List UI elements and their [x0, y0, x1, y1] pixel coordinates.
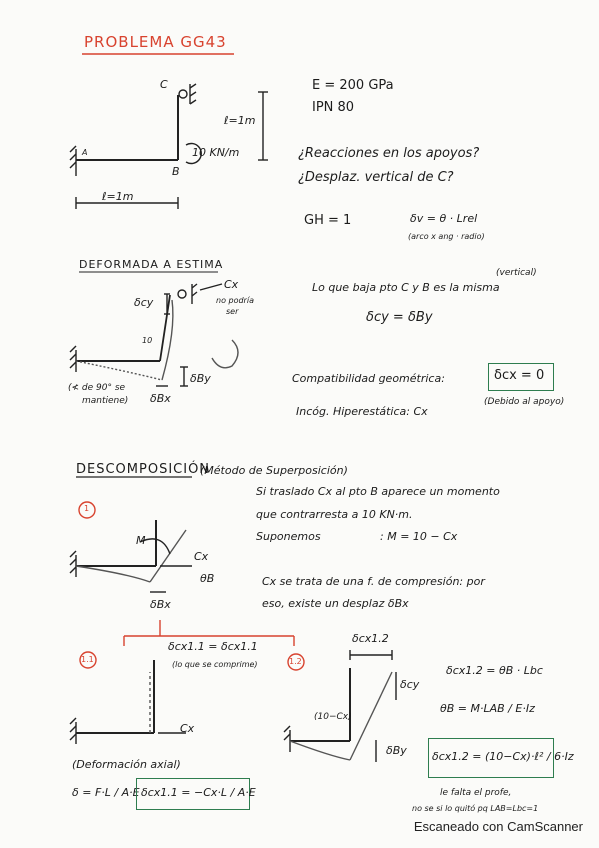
label-c: C: [160, 78, 168, 91]
label-dcy: δcy: [134, 296, 154, 309]
text-line-4: Cx se trata de una f. de compresión: por: [262, 575, 485, 588]
question-displacement: ¿Desplaz. vertical de C?: [298, 170, 454, 185]
fig-cx-label: Cx: [194, 550, 209, 563]
sub-diagram-1-2: [283, 650, 397, 762]
sub-1-1-label: 1.1: [81, 655, 94, 664]
label-dbx: δBx: [150, 392, 171, 405]
text-line-5: eso, existe un desplaz δBx: [262, 597, 409, 610]
question-reactions: ¿Reacciones en los apoyos?: [298, 146, 480, 161]
angle-note-2: mantiene): [82, 396, 129, 406]
deformed-shape-diagram: [69, 283, 239, 387]
moment-label: 10 KN/m: [192, 146, 240, 159]
height-label: ℓ=1m: [224, 114, 256, 127]
fig11-cx-label: Cx: [180, 722, 195, 735]
axial-result-box: [136, 778, 250, 810]
unknown-label: Incóg. Hiperestática: Cx: [296, 405, 428, 418]
step-1-label: 1: [84, 504, 90, 513]
scanner-watermark: Escaneado con CamScanner: [413, 819, 583, 834]
note-ser: ser: [226, 307, 239, 316]
label-a: A: [82, 148, 88, 157]
compatibility-equation: δcy = δBy: [366, 310, 433, 325]
fig12-dcy-label: δcy: [400, 678, 420, 691]
label-dby: δBy: [190, 372, 211, 385]
sub-diagram-1-1: [69, 660, 186, 744]
hyperstatic-degree: GH = 1: [304, 213, 352, 228]
fig12-moment-label: (10−Cx): [314, 712, 352, 722]
fig-m-label: M: [136, 534, 146, 547]
profile: IPN 80: [312, 100, 355, 115]
equation-12c: δcx1.2 = (10−Cx)·ℓ² / 6·Iz: [432, 750, 574, 763]
same-drop-text: Lo que baja pto C y B es la misma: [312, 281, 500, 294]
equation-12a: δcx1.2 = θB · Lbc: [446, 664, 543, 677]
deformada-heading: DEFORMADA A ESTIMA: [79, 258, 224, 271]
equation-12c-box: [428, 738, 554, 778]
fig-dbx-label: δBx: [150, 598, 171, 611]
text-line-2: que contrarresta a 10 KN·m.: [256, 508, 413, 521]
note-a: le falta el profe,: [440, 788, 512, 798]
vertical-note: (vertical): [496, 268, 537, 278]
text-line-3b: : M = 10 − Cx: [380, 530, 458, 543]
angle-note-1: (≮ de 90° se: [68, 383, 126, 393]
note-no-podria: no podría: [216, 296, 254, 305]
method-label: (Método de Superposición): [200, 464, 348, 477]
compatibility-result: δcx = 0: [494, 368, 545, 383]
compatibility-label: Compatibilidad geométrica:: [292, 372, 445, 385]
axial-equation: δ = F·L / A·E: [72, 786, 140, 799]
page-title: PROBLEMA GG43: [84, 33, 227, 51]
label-cx: Cx: [224, 278, 239, 291]
length-label: ℓ=1m: [102, 190, 134, 203]
formula-note: (arco x ang · radio): [408, 232, 485, 241]
fig12-top-label: δcx1.2: [352, 632, 389, 645]
label-b: B: [172, 165, 180, 178]
fig-theta-label: θB: [200, 572, 215, 585]
formula-arc: δv = θ · Lrel: [410, 212, 478, 225]
split-note: (lo que se comprime): [172, 660, 258, 669]
text-line-3: Suponemos: [256, 530, 321, 543]
sub-1-2-label: 1.2: [289, 657, 302, 666]
modulus: E = 200 GPa: [312, 78, 394, 93]
decomposition-step-1-diagram: [69, 501, 192, 593]
split-equation: δcx1.1 = δcx1.1: [168, 640, 258, 653]
fig12-dby-label: δBy: [386, 744, 407, 757]
compatibility-note: (Debido al apoyo): [484, 397, 565, 407]
text-line-1: Si traslado Cx al pto B aparece un momen…: [256, 485, 500, 498]
equation-12b: θB = M·LAB / E·Iz: [440, 702, 535, 715]
split-arrow: [79, 620, 305, 671]
frame-diagram-1: [69, 83, 268, 209]
label-ten: 10: [142, 336, 153, 345]
descomposicion-heading: DESCOMPOSICIÓN: [76, 462, 211, 477]
axial-label: (Deformación axial): [72, 758, 181, 771]
compatibility-box: [488, 363, 554, 391]
note-b: no se si lo quitó pq LAB=Lbc=1: [412, 804, 539, 813]
axial-result: δcx1.1 = −Cx·L / A·E: [141, 786, 256, 799]
